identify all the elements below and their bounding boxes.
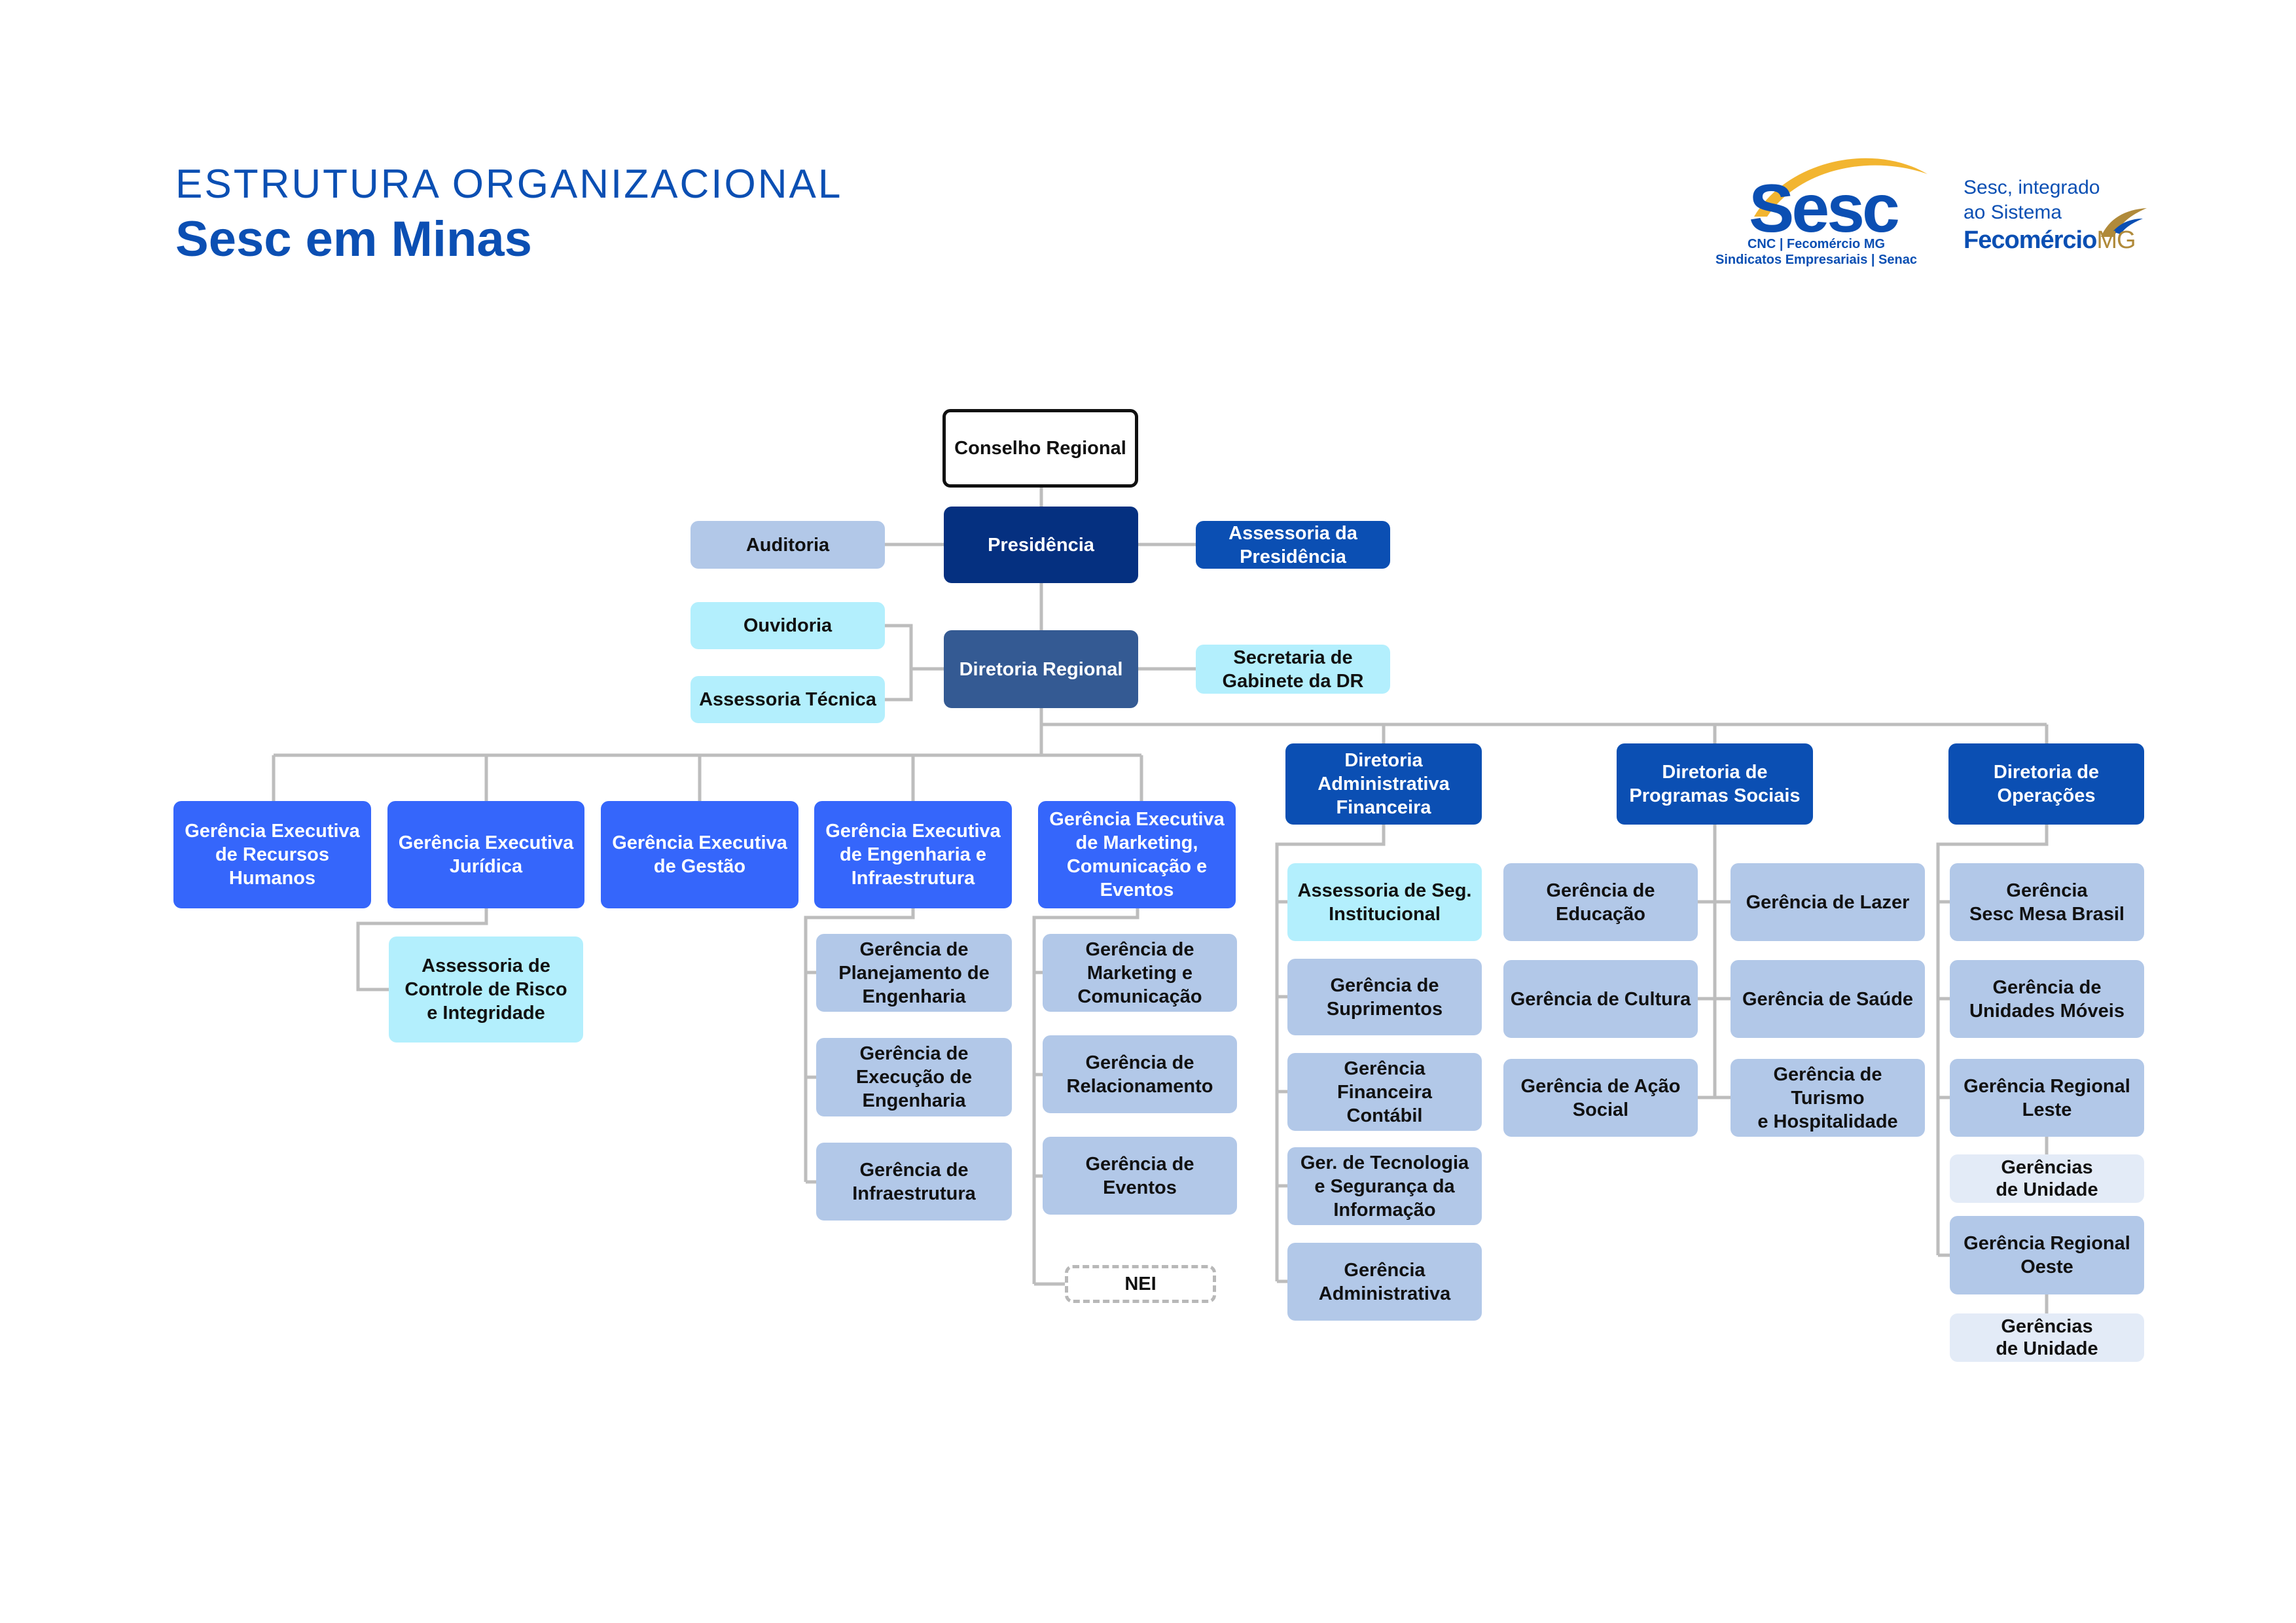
node-nei[interactable]: NEI [1065,1265,1216,1303]
node-gerencia-regional-oeste[interactable]: Gerência Regional Oeste [1950,1216,2144,1294]
connector-daf-children [1275,825,1386,1283]
node-diretoria-programas-sociais[interactable]: Diretoria de Programas Sociais [1617,743,1813,825]
connector-diretoria-advisors [885,624,944,702]
node-gerencia-saude[interactable]: Gerência de Saúde [1731,960,1925,1038]
node-gerencia-educacao[interactable]: Gerência de Educação [1503,863,1698,941]
connector-do-children [1936,825,2049,1313]
node-ouvidoria[interactable]: Ouvidoria [691,602,885,649]
node-gerencia-infraestrutura[interactable]: Gerência de Infraestrutura [816,1143,1012,1221]
sesc-logo-line2: Sindicatos Empresariais | Senac [1715,253,1917,267]
node-gerencia-unidades-moveis[interactable]: Gerência de Unidades Móveis [1950,960,2144,1038]
node-gerencia-eventos[interactable]: Gerência de Eventos [1043,1137,1237,1215]
connector-eng-children [804,908,915,1184]
node-gerencia-regional-leste[interactable]: Gerência Regional Leste [1950,1059,2144,1137]
page-title: Sesc em Minas [175,211,532,267]
node-gerencia-execucao-engenharia[interactable]: Gerência de Execução de Engenharia [816,1038,1012,1116]
node-gerencias-unidade-oeste[interactable]: Gerências de Unidade [1950,1313,2144,1362]
sesc-wordmark: Sesc [1749,171,1900,247]
node-gerencia-administrativa[interactable]: Gerência Administrativa [1287,1243,1482,1321]
node-ge-marketing[interactable]: Gerência Executiva de Marketing, Comunic… [1038,801,1236,908]
node-gerencia-lazer[interactable]: Gerência de Lazer [1731,863,1925,941]
sesc-arc-icon [1754,158,1928,217]
connector-dps-children [1698,825,1731,1099]
node-gerencia-marketing-comunicacao[interactable]: Gerência de Marketing e Comunicação [1043,934,1237,1012]
connector-ge-drops [272,755,1143,801]
node-auditoria[interactable]: Auditoria [691,521,885,569]
node-gerencia-acao-social[interactable]: Gerência de Ação Social [1503,1059,1698,1137]
fecomercio-brand-suffix: MG [2096,226,2136,254]
fecomercio-brand: FecomércioMG [1964,226,2136,255]
sesc-logo: Sesc CNC | Fecomércio MG Sindicatos Empr… [1702,144,1937,275]
node-gerencia-financeira-contabil[interactable]: Gerência Financeira Contábil [1287,1053,1482,1131]
connector-dir-drops [1382,724,2049,743]
node-gerencias-unidade-leste[interactable]: Gerências de Unidade [1950,1154,2144,1203]
node-secretaria-gabinete[interactable]: Secretaria de Gabinete da DR [1196,645,1390,694]
node-ge-engenharia[interactable]: Gerência Executiva de Engenharia e Infra… [814,801,1012,908]
node-diretoria-administrativa-financeira[interactable]: Diretoria Administrativa Financeira [1285,743,1482,825]
fecomercio-brand-name: Fecomércio [1964,226,2097,254]
node-gerencia-relacionamento[interactable]: Gerência de Relacionamento [1043,1035,1237,1113]
connector-mkt-children [1032,908,1139,1286]
node-presidencia[interactable]: Presidência [944,507,1138,583]
node-assessoria-controle-risco[interactable]: Assessoria de Controle de Risco e Integr… [389,936,583,1043]
node-ge-recursos-humanos[interactable]: Gerência Executiva de Recursos Humanos [173,801,371,908]
node-conselho-regional[interactable]: Conselho Regional [942,409,1138,488]
node-ge-gestao[interactable]: Gerência Executiva de Gestão [601,801,798,908]
node-diretoria-regional[interactable]: Diretoria Regional [944,630,1138,708]
node-gerencia-cultura[interactable]: Gerência de Cultura [1503,960,1698,1038]
node-gerencia-planejamento-engenharia[interactable]: Gerência de Planejamento de Engenharia [816,934,1012,1012]
connector-juridica-child [356,908,488,991]
node-gerencia-turismo-hospitalidade[interactable]: Gerência de Turismo e Hospitalidade [1731,1059,1925,1137]
fecomercio-logo: Sesc, integrado ao Sistema FecomércioMG [1964,177,2160,275]
node-diretoria-operacoes[interactable]: Diretoria de Operações [1948,743,2144,825]
node-ge-juridica[interactable]: Gerência Executiva Jurídica [387,801,584,908]
fecomercio-tagline-2: ao Sistema [1964,202,2062,223]
page-subtitle: ESTRUTURA ORGANIZACIONAL [175,162,843,207]
node-gerencia-suprimentos[interactable]: Gerência de Suprimentos [1287,959,1482,1035]
fecomercio-tagline-1: Sesc, integrado [1964,177,2100,198]
node-gerencia-mesa-brasil[interactable]: Gerência Sesc Mesa Brasil [1950,863,2144,941]
node-assessoria-seg-institucional[interactable]: Assessoria de Seg. Institucional [1287,863,1482,941]
node-gerencia-tecnologia-seguranca[interactable]: Ger. de Tecnologia e Segurança da Inform… [1287,1147,1482,1225]
sesc-logo-line1: CNC | Fecomércio MG [1747,237,1886,251]
node-assessoria-presidencia[interactable]: Assessoria da Presidência [1196,521,1390,569]
node-assessoria-tecnica[interactable]: Assessoria Técnica [691,676,885,723]
fecomercio-wing-icon [2101,208,2147,237]
